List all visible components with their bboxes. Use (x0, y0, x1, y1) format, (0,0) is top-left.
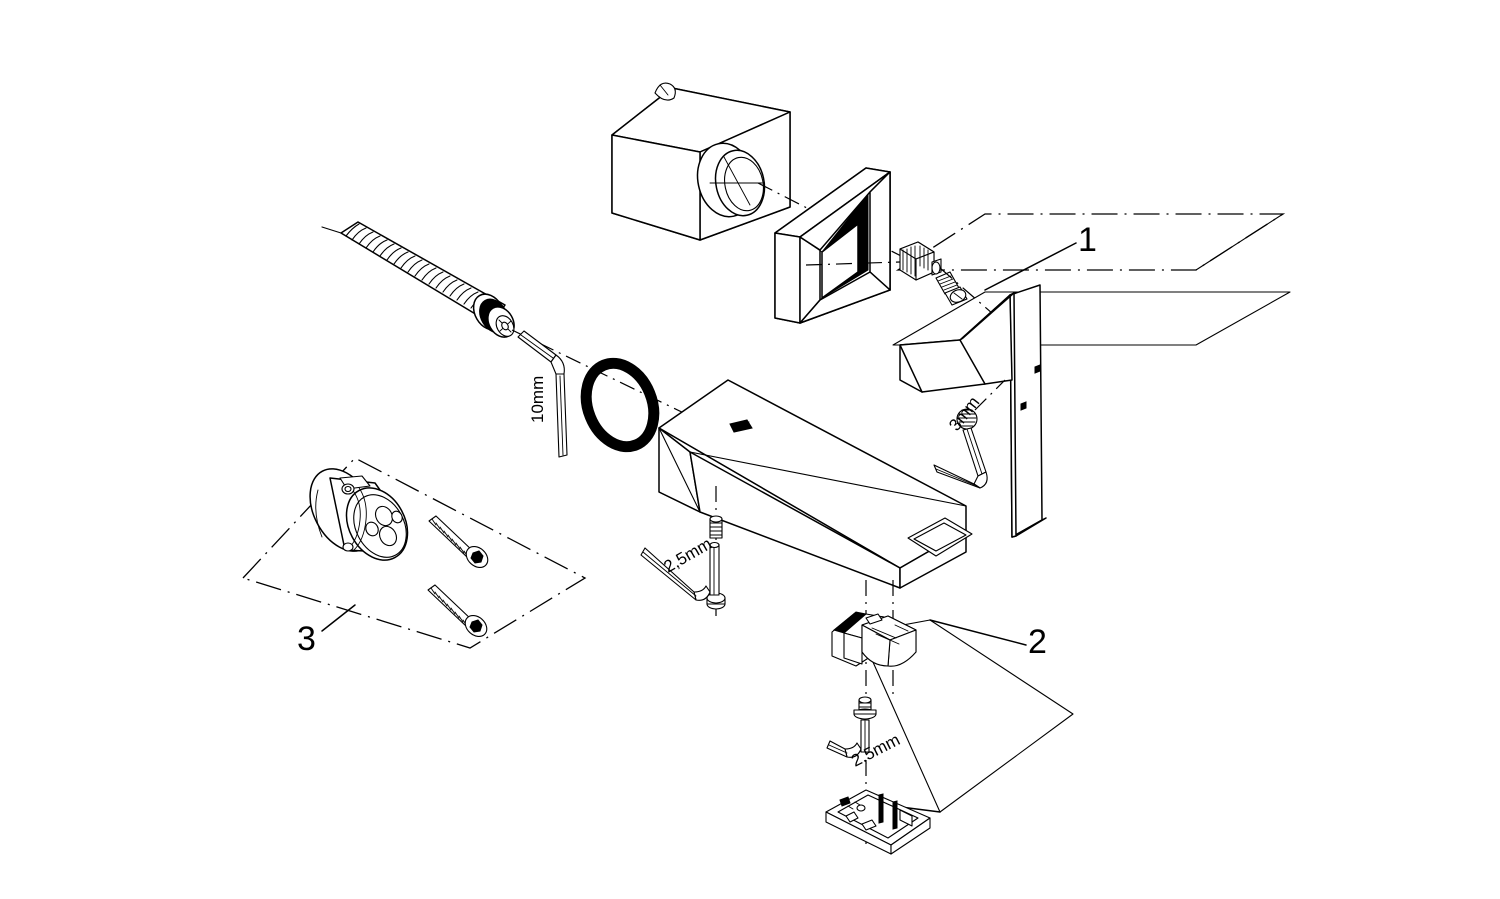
allen-key-25mm-bottom (826, 719, 870, 758)
handle-attach-axis (939, 267, 1001, 321)
cartridge-valve-body (309, 468, 409, 561)
aerator-mousseur (831, 611, 917, 667)
mounting-bracket-tray (825, 789, 931, 855)
escutcheon-plate (774, 167, 891, 324)
bracket-screw (853, 696, 877, 720)
callout-1-leader (984, 242, 1077, 291)
tool-label-10mm: 10mm (528, 376, 547, 423)
callout-3-label: 3 (297, 620, 316, 658)
handle-set-screw (935, 271, 968, 306)
tool-label-25mm-left: 2,5mm (661, 534, 716, 576)
allen-key-3mm (933, 427, 988, 489)
callout-1-lower-region (892, 291, 1291, 346)
mounting-screw-1 (428, 515, 489, 569)
tool-label-25mm-bottom: 2,5mm (848, 730, 903, 771)
knurled-connector-nut (899, 241, 942, 281)
lever-handle (899, 284, 1047, 538)
callout-1-region (895, 213, 1286, 271)
o-ring-seal (580, 357, 660, 453)
assembly-axis-plate (805, 261, 901, 266)
allen-key-25mm-left (640, 541, 720, 601)
allen-key-10mm (517, 330, 568, 458)
wedge-spout-body (658, 379, 973, 589)
callout-2-label: 2 (1028, 623, 1047, 661)
callout-3-leader (321, 604, 356, 632)
spout-grub-screw (709, 515, 723, 539)
brand-logo-mark (729, 419, 753, 433)
grub-screw-axis (974, 379, 1006, 411)
callout-2-region (859, 619, 1074, 813)
corrugated-flexible-hose (321, 221, 515, 338)
spout-outlet-recess (907, 517, 973, 557)
callout-1-label: 1 (1078, 221, 1097, 259)
callout-3-region (241, 457, 587, 649)
tool-label-3mm: 3mm (945, 393, 983, 434)
rough-in-box (611, 82, 791, 241)
callout-2-leader (929, 619, 1027, 646)
mounting-screw-2 (427, 584, 488, 638)
